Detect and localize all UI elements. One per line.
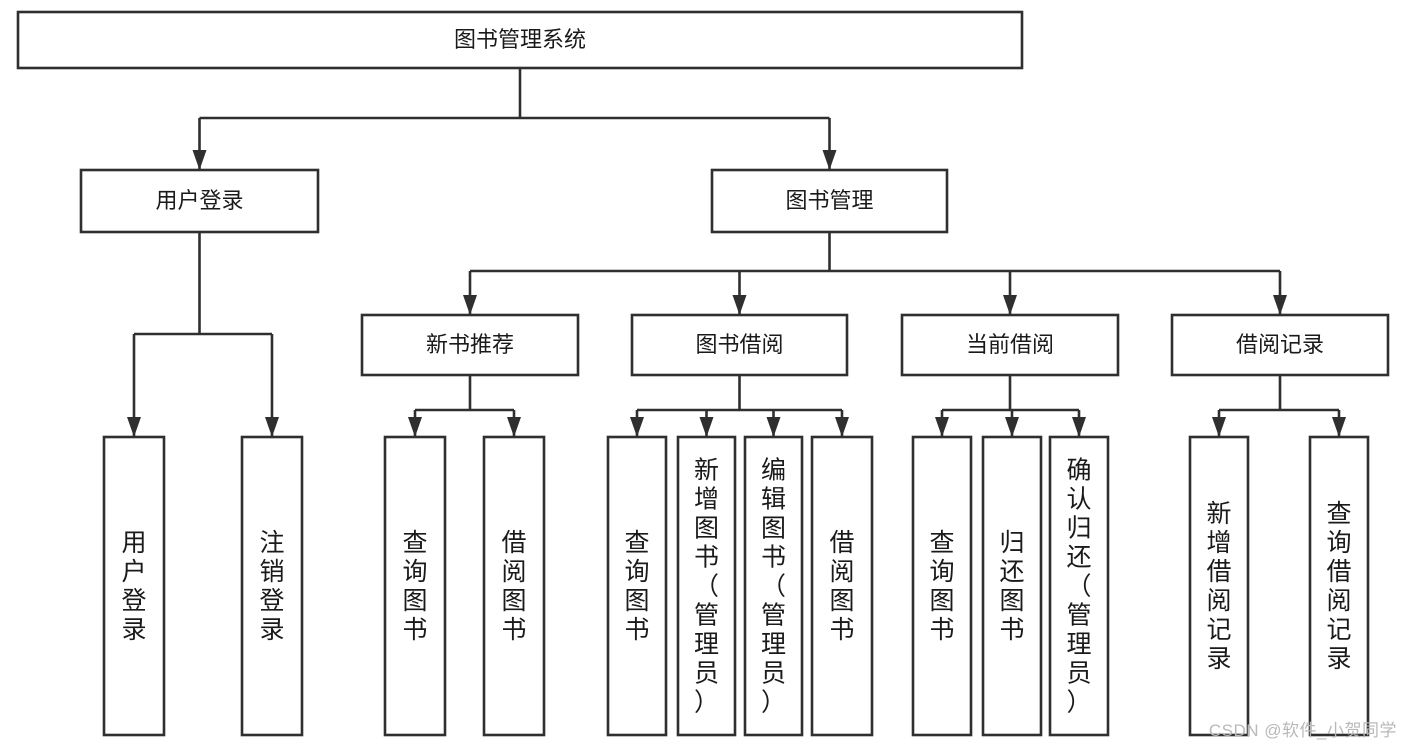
node-leaf-add-book[interactable]: 新增图书（管理员） — [676, 435, 737, 737]
arrow-head-icon — [192, 150, 207, 170]
node-label: 借阅图书 — [829, 529, 854, 644]
node-box — [1188, 435, 1250, 737]
node-leaf-edit-book[interactable]: 编辑图书（管理员） — [743, 435, 804, 737]
node-label: 当前借阅 — [966, 332, 1054, 357]
node-book-borrow[interactable]: 图书借阅 — [630, 313, 849, 377]
csdn-watermark: CSDN @软件_小贺同学 — [1208, 721, 1397, 740]
node-leaf-user-login[interactable]: 用户登录 — [102, 435, 166, 737]
arrow-head-icon — [732, 295, 747, 315]
node-box — [79, 168, 320, 234]
node-box — [911, 435, 973, 737]
arrow-head-icon — [822, 150, 837, 170]
arrow-head-icon — [935, 417, 949, 437]
node-box — [676, 435, 737, 737]
node-current-borrow[interactable]: 当前借阅 — [900, 313, 1120, 377]
node-box — [482, 435, 546, 737]
node-label: 用户登录 — [121, 529, 146, 644]
node-leaf-borrow-book[interactable]: 借阅图书 — [810, 435, 874, 737]
node-box — [710, 168, 949, 234]
node-leaf-query-record[interactable]: 查询借阅记录 — [1308, 435, 1370, 737]
arrow-head-icon — [699, 417, 714, 437]
node-leaf-query-book-current[interactable]: 查询图书 — [911, 435, 973, 737]
connectors-layer — [127, 68, 1346, 437]
node-box — [630, 313, 849, 377]
node-box — [1308, 435, 1370, 737]
arrow-head-icon — [408, 417, 422, 437]
node-label: 归还图书 — [999, 529, 1024, 644]
node-label: 查询图书 — [402, 529, 427, 644]
node-box — [981, 435, 1043, 737]
node-label: 查询借阅记录 — [1326, 500, 1351, 673]
arrow-head-icon — [507, 417, 521, 437]
node-label: 新增图书（管理员） — [694, 457, 719, 717]
node-leaf-confirm-return[interactable]: 确认归还（管理员） — [1048, 435, 1110, 737]
arrow-head-icon — [1072, 417, 1086, 437]
node-book-manage[interactable]: 图书管理 — [710, 168, 949, 234]
node-label: 新增借阅记录 — [1206, 500, 1231, 673]
arrow-head-icon — [1005, 417, 1019, 437]
node-leaf-logout[interactable]: 注销登录 — [240, 435, 304, 737]
arrow-head-icon — [1003, 295, 1017, 315]
node-label: 查询图书 — [929, 529, 954, 644]
node-box — [1170, 313, 1390, 377]
node-box — [383, 435, 447, 737]
node-label: 注销登录 — [259, 529, 284, 644]
arrow-head-icon — [1273, 295, 1287, 315]
node-root[interactable]: 图书管理系统 — [16, 10, 1024, 70]
node-label: 借阅图书 — [501, 529, 526, 644]
node-new-book-recommend[interactable]: 新书推荐 — [360, 313, 580, 377]
node-leaf-return-book[interactable]: 归还图书 — [981, 435, 1043, 737]
node-leaf-query-book-borrow[interactable]: 查询图书 — [606, 435, 668, 737]
node-box — [240, 435, 304, 737]
arrow-head-icon — [835, 417, 849, 437]
node-label: 图书管理系统 — [454, 27, 586, 52]
node-box — [16, 10, 1024, 70]
node-box — [810, 435, 874, 737]
nodes-layer: 图书管理系统用户登录图书管理新书推荐图书借阅当前借阅借阅记录用户登录注销登录查询… — [16, 10, 1390, 737]
node-leaf-add-record[interactable]: 新增借阅记录 — [1188, 435, 1250, 737]
arrow-head-icon — [265, 417, 279, 437]
arrow-head-icon — [127, 417, 141, 437]
node-box — [743, 435, 804, 737]
node-label: 图书借阅 — [695, 332, 783, 357]
node-label: 图书管理 — [785, 188, 873, 213]
arrow-head-icon — [1212, 417, 1226, 437]
node-label: 新书推荐 — [426, 332, 514, 357]
node-label: 用户登录 — [155, 188, 243, 213]
node-borrow-record[interactable]: 借阅记录 — [1170, 313, 1390, 377]
node-box — [1048, 435, 1110, 737]
node-box — [360, 313, 580, 377]
node-label: 编辑图书（管理员） — [761, 457, 786, 717]
node-box — [900, 313, 1120, 377]
node-box — [102, 435, 166, 737]
arrow-head-icon — [630, 417, 644, 437]
arrow-head-icon — [766, 417, 781, 437]
node-user-login[interactable]: 用户登录 — [79, 168, 320, 234]
node-leaf-query-book-rec[interactable]: 查询图书 — [383, 435, 447, 737]
node-label: 借阅记录 — [1236, 332, 1324, 357]
arrow-head-icon — [1332, 417, 1346, 437]
node-label: 确认归还（管理员） — [1066, 457, 1091, 717]
node-label: 查询图书 — [624, 529, 649, 644]
node-leaf-borrow-book-rec[interactable]: 借阅图书 — [482, 435, 546, 737]
node-box — [606, 435, 668, 737]
arrow-head-icon — [463, 295, 477, 315]
